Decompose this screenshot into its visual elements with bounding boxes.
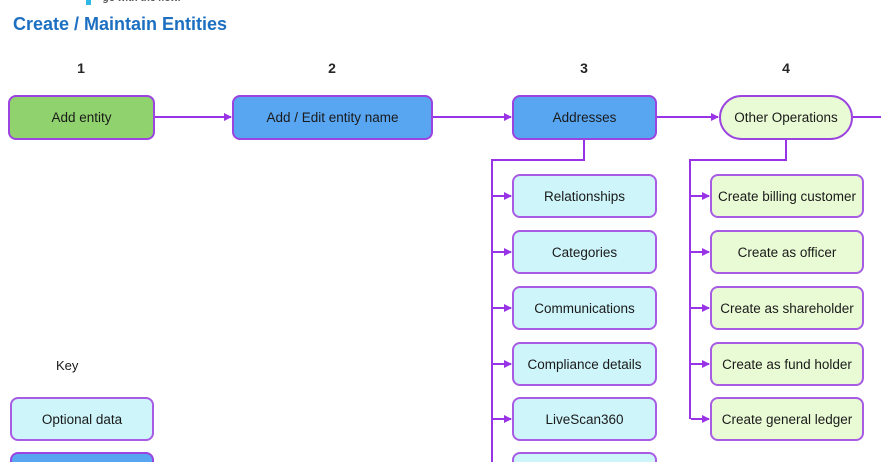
connector-line <box>689 159 691 419</box>
step-box-other-operations: Other Operations <box>719 95 853 140</box>
key-item-optional-data: Optional data <box>10 397 154 441</box>
addresses-item-clipped <box>512 452 657 462</box>
flow-arrow-2-3 <box>433 113 512 121</box>
flow-arrow-1-2 <box>155 113 232 121</box>
step-number-1: 1 <box>77 60 85 76</box>
box-label: Relationships <box>543 188 626 204</box>
connector-line <box>785 140 787 160</box>
step-box-add-entity: Add entity <box>8 95 155 140</box>
connector-line <box>689 159 787 161</box>
box-label: Create general ledger <box>721 411 853 427</box>
box-label: Optional data <box>41 411 123 427</box>
step-box-label: Add entity <box>51 110 112 125</box>
otherops-item-create-as-officer: Create as officer <box>710 230 864 274</box>
connector-line <box>491 159 585 161</box>
addresses-item-compliance-details: Compliance details <box>512 342 657 386</box>
otherops-item-create-general-ledger: Create general ledger <box>710 397 864 441</box>
box-label: Create as officer <box>737 244 837 260</box>
branch-arrow <box>691 192 710 200</box>
flow-arrow-exit-right <box>853 116 881 118</box>
box-label: Create as shareholder <box>720 300 854 316</box>
branch-arrow <box>493 192 512 200</box>
branch-arrow <box>493 248 512 256</box>
connector-line <box>583 140 585 160</box>
branch-arrow <box>493 415 512 423</box>
box-label: Communications <box>534 300 635 316</box>
box-label: LiveScan360 <box>545 411 624 427</box>
step-box-addresses: Addresses <box>512 95 657 140</box>
branch-arrow <box>493 304 512 312</box>
branch-arrow <box>691 248 710 256</box>
step-box-label: Other Operations <box>734 110 838 125</box>
otherops-item-create-as-shareholder: Create as shareholder <box>710 286 864 330</box>
step-number-3: 3 <box>580 60 588 76</box>
otherops-item-create-billing-customer: Create billing customer <box>710 174 864 218</box>
key-item-clipped <box>10 452 154 462</box>
step-number-4: 4 <box>782 60 790 76</box>
addresses-item-communications: Communications <box>512 286 657 330</box>
branch-arrow <box>691 360 710 368</box>
page-title: Create / Maintain Entities <box>13 14 228 34</box>
step-box-add-edit-entity-name: Add / Edit entity name <box>232 95 433 140</box>
flow-arrow-3-4 <box>657 113 719 121</box>
branch-arrow <box>493 360 512 368</box>
step-number-2: 2 <box>328 60 336 76</box>
otherops-item-create-as-fund-holder: Create as fund holder <box>710 342 864 386</box>
box-label: Compliance details <box>527 356 642 372</box>
key-heading: Key <box>56 358 79 373</box>
branch-arrow <box>691 304 710 312</box>
bullet-icon <box>86 0 91 5</box>
addresses-item-categories: Categories <box>512 230 657 274</box>
addresses-item-relationships: Relationships <box>512 174 657 218</box>
box-label: Categories <box>551 244 618 260</box>
note-text: go with the flow. <box>103 0 181 4</box>
connector-line <box>491 159 493 462</box>
box-label: Create billing customer <box>717 188 857 204</box>
branch-arrow <box>691 415 710 423</box>
box-label: Create as fund holder <box>722 356 852 372</box>
addresses-item-livescan360: LiveScan360 <box>512 397 657 441</box>
step-box-label: Add / Edit entity name <box>266 110 399 125</box>
step-box-label: Addresses <box>552 110 617 125</box>
